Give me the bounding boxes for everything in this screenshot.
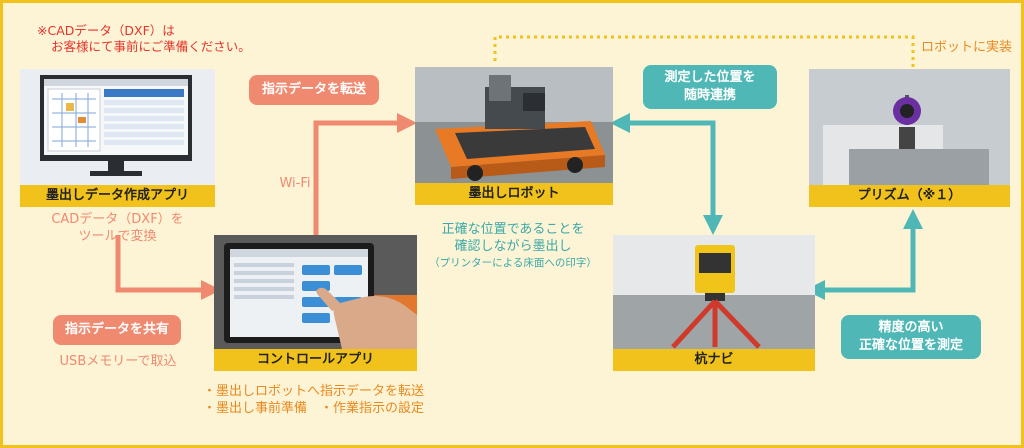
prism-illustration: [809, 69, 1010, 185]
robot-desc-line1: 正確な位置であることを: [441, 222, 585, 237]
robot-caption: 墨出しロボット: [415, 183, 613, 205]
cad-note: ※CADデータ（DXF）は お客様にて事前にご準備ください。: [37, 23, 251, 55]
prism-image: [809, 69, 1010, 185]
control-app-bullet1: ・墨出しロボットへ指示データを転送: [203, 384, 425, 399]
kui-navi-illustration: [613, 235, 815, 349]
robot-illustration: [415, 67, 613, 183]
control-app-bullet2: ・墨出し事前準備 ・作業指示の設定: [203, 401, 425, 416]
precise-line1: 精度の高い: [878, 320, 944, 335]
monitor-image: [20, 69, 215, 185]
kui-navi-caption: 杭ナビ: [613, 349, 815, 371]
monitor-illustration: [40, 75, 192, 176]
tablet-image: [214, 235, 417, 349]
arrow-control-to-robot: [313, 113, 417, 235]
robot-desc: 正確な位置であることを 確認しながら墨出し （プリンターによる床面への印字）: [403, 221, 623, 272]
robot-mount-label: ロボットに実装: [921, 40, 1013, 55]
dotted-robot-mount: [493, 35, 915, 67]
wifi-label: Wi-Fi: [279, 176, 311, 191]
control-app-bullets: ・墨出しロボットへ指示データを転送 ・墨出し事前準備 ・作業指示の設定: [203, 383, 453, 417]
cad-note-line2: お客様にて事前にご準備ください。: [51, 39, 251, 54]
share-data-label: 指示データを共有: [53, 315, 181, 345]
prism-caption: プリズム（※１）: [809, 185, 1010, 207]
measured-line2: 随時連携: [683, 88, 736, 103]
app-creation-desc-line2: ツールで変換: [78, 229, 157, 244]
app-creation-caption: 墨出しデータ作成アプリ: [20, 185, 215, 207]
app-creation-desc-line1: CADデータ（DXF）を: [51, 212, 184, 227]
arrow-app-to-control: [115, 235, 221, 300]
robot-image: [415, 67, 613, 183]
tablet-illustration: [214, 235, 417, 349]
robot-desc-line2: 確認しながら墨出し: [454, 239, 572, 254]
transfer-data-label: 指示データを転送: [249, 75, 379, 105]
measured-sync-label: 測定した位置を 随時連携: [643, 65, 777, 109]
precise-line2: 正確な位置を測定: [858, 338, 963, 353]
cad-note-line1: ※CADデータ（DXF）は: [37, 23, 175, 38]
arrow-robot-navi: [610, 113, 723, 235]
robot-desc-small: （プリンターによる床面への印字）: [429, 257, 597, 269]
kui-navi-image: [613, 235, 815, 349]
precise-measure-label: 精度の高い 正確な位置を測定: [841, 315, 981, 359]
arrow-navi-prism: [805, 209, 923, 300]
control-app-caption: コントロールアプリ: [214, 349, 417, 371]
usb-label: USBメモリーで取込: [59, 354, 177, 369]
measured-line1: 測定した位置を: [664, 70, 756, 85]
app-creation-desc: CADデータ（DXF）を ツールで変換: [20, 211, 215, 245]
